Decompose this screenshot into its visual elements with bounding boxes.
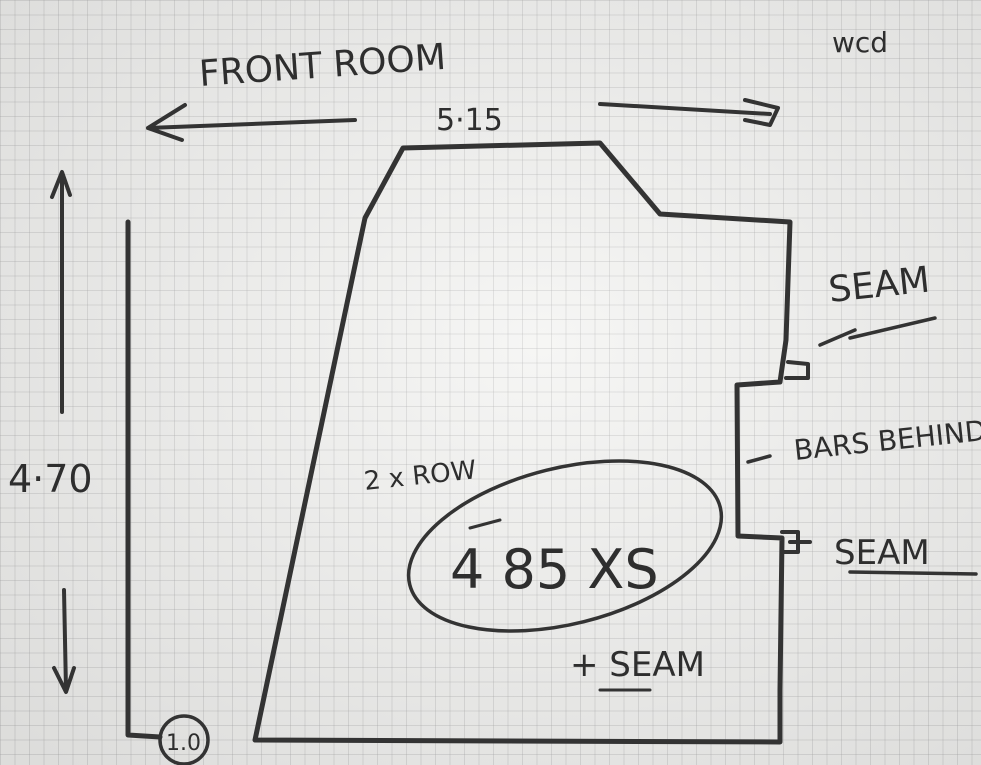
seam-top-pointer xyxy=(818,316,937,347)
room-outline xyxy=(125,140,793,745)
front-room-label: FRONT ROOM xyxy=(198,37,447,95)
seam-top-label: SEAM xyxy=(827,260,932,311)
top-right-note: wcd xyxy=(832,26,888,59)
size-overline xyxy=(468,518,502,530)
height-arrow xyxy=(50,170,76,694)
seam-notch xyxy=(784,360,810,380)
qty-label: 2 x ROW xyxy=(363,455,478,497)
bar-note-label: BARS BEHIND xyxy=(792,414,981,467)
size-ellipse xyxy=(406,459,724,633)
bar-note-pointer xyxy=(746,454,772,464)
seam-marker xyxy=(780,530,812,554)
left-arrow xyxy=(146,103,357,142)
corner-circle xyxy=(158,714,210,765)
corner-number-label: 1.0 xyxy=(166,731,201,756)
top-width-label: 5·15 xyxy=(436,103,503,138)
size-code-label: 4 85 XS xyxy=(450,538,659,601)
height-label: 4·70 xyxy=(8,457,93,501)
seam-right-label: SEAM xyxy=(834,533,930,573)
seam-right-underline xyxy=(848,570,978,576)
right-arrow xyxy=(598,98,780,127)
plus-seam-label: + SEAM xyxy=(570,645,705,685)
